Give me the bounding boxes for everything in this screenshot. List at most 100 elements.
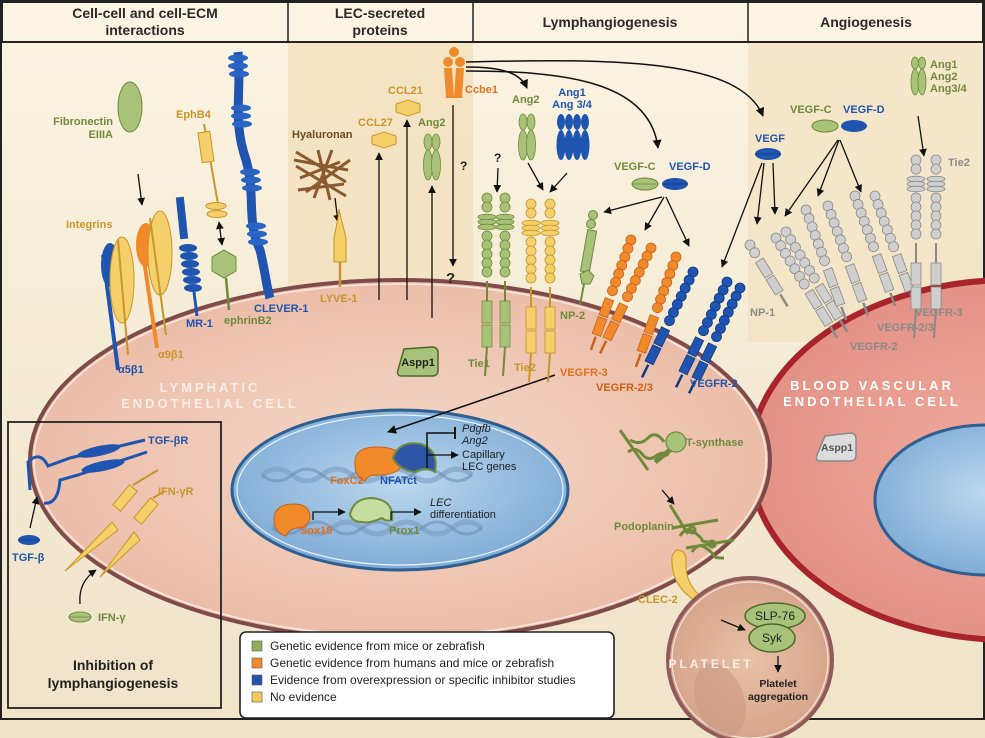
- tie1-kinase-domain: [481, 300, 493, 324]
- foxc2-label: FoxC2: [330, 475, 364, 487]
- vegf-to-lymph-vegfr2-arrow: [720, 162, 763, 268]
- header-lec-secreted-line2: proteins: [352, 22, 407, 38]
- tie1-fn-domain: [481, 248, 493, 260]
- clever1-ridges: [228, 54, 268, 246]
- angio-vegfr2-ig-domain: [775, 240, 787, 252]
- syk-shape: [748, 623, 796, 653]
- tie2-fn-domain: [544, 236, 556, 248]
- angio-tie2-label: Tie2: [948, 157, 970, 169]
- ifngr-receptor: [64, 484, 159, 578]
- ephb4-fn1: [205, 202, 227, 210]
- hyaluronan-label: Hyaluronan: [292, 129, 353, 141]
- angio-tie2-ig-domain: [930, 163, 942, 175]
- angio-tie2-kinase-domain: [930, 262, 942, 286]
- a5b1-yellow-stem: [117, 239, 129, 356]
- prox1-label: Prox1: [389, 525, 420, 537]
- mr1-stem: [192, 291, 199, 317]
- lymph-vegfr23-kinase-domain: [636, 332, 653, 354]
- angio-tie2-fn-domain: [930, 228, 942, 240]
- tie1-fn-domain: [499, 239, 511, 251]
- tie1-stem: [484, 346, 488, 377]
- tie2-receptor-pair: [521, 198, 560, 383]
- angio-vegfc-dimer: [811, 119, 839, 133]
- np2-receptor: [579, 210, 598, 306]
- lec-nucleus: [230, 408, 570, 572]
- legend-swatch: [251, 640, 263, 652]
- angio-tie2-fn-domain: [910, 201, 922, 213]
- tie1-fn-domain: [499, 257, 511, 269]
- clec2-to-syk-arrow: [720, 619, 746, 631]
- ifngr-stem1: [132, 469, 159, 486]
- legend-swatch: [251, 657, 263, 669]
- vegf-to-np1-arrow: [753, 162, 765, 225]
- lymph-vegfr23-label: VEGFR-2/3: [596, 382, 653, 394]
- foxc2-protein: [354, 446, 404, 482]
- lyve1-label: LYVE-1: [320, 293, 358, 305]
- angio-vegf-label: VEGF: [755, 133, 785, 145]
- angio-vegfr2-ig-domain: [780, 247, 791, 259]
- lec-diff-label: LEC: [430, 497, 451, 509]
- tie1-label: Tie1: [468, 358, 490, 370]
- angio-np1-ig-domain: [744, 239, 756, 251]
- platelet-granule: [693, 663, 747, 737]
- tie1-fn-domain: [499, 266, 511, 278]
- vegfr3-to-nucleus-arrow: [387, 374, 556, 434]
- tie2-kinase-domain: [544, 306, 556, 330]
- angio-np1-kinase-domain: [755, 257, 774, 279]
- tie2-kinase-domain: [525, 306, 537, 330]
- tgfbr-label: TGF-βR: [148, 435, 188, 447]
- angio-ang1-label: Ang1: [930, 59, 958, 71]
- ephb4-label: EphB4: [176, 109, 212, 121]
- nfatc-regulation-line: [426, 432, 455, 468]
- angio-vegfr2-stem: [828, 325, 839, 339]
- t-synthase-head: [665, 431, 687, 453]
- tie2-label: Tie2: [514, 362, 536, 374]
- angio-ang34-label: Ang3/4: [930, 83, 968, 95]
- angio-vegfr2-ig-domain: [785, 234, 797, 246]
- vegfcd-to-vegfr23-arrow: [816, 139, 840, 197]
- lec-label-line2: ENDOTHELIAL CELL: [121, 396, 299, 411]
- ccbe1-question: ?: [460, 159, 467, 173]
- tie2-fn-domain: [544, 263, 556, 275]
- legend-label: Genetic evidence from mice or zebrafish: [270, 639, 485, 653]
- tie2-fn-domain: [525, 245, 537, 257]
- angio-vegfr3-ig-domain: [888, 241, 899, 253]
- tie1-ig-domain: [499, 192, 511, 204]
- lymph-vegfr-receptors: [589, 234, 746, 394]
- tie2-kinase-domain: [544, 330, 556, 354]
- tie1-kinase-domain: [499, 300, 511, 324]
- angio-vegfr2-ig-domain: [794, 249, 806, 261]
- fibronectin-arrow: [137, 173, 145, 206]
- inhibition-title: Inhibition of: [73, 657, 153, 673]
- angio-tie2-fn-domain: [910, 219, 922, 231]
- platelet-label: PLATELET: [668, 657, 753, 671]
- legend-label: No evidence: [270, 690, 337, 704]
- syk-label: Syk: [762, 631, 783, 645]
- ephb4-domain: [197, 130, 215, 164]
- lymph-vegfd-label: VEGF-D: [669, 161, 711, 173]
- lymph-vegfr3-ig-domain: [622, 291, 633, 303]
- bvec-label-line2: ENDOTHELIAL CELL: [783, 394, 961, 409]
- aspp1-label: Aspp1: [401, 357, 435, 369]
- legend-box: [239, 631, 615, 719]
- lymph-vegfr3-stem: [598, 340, 608, 354]
- lymph-vegfr2-label: VEGFR-2: [690, 378, 738, 390]
- tie2-fn-domain: [525, 263, 537, 275]
- ifngr-stem2: [152, 490, 166, 499]
- angio-receptors: [744, 154, 946, 339]
- capillary-label: Capillary: [462, 449, 505, 461]
- prox1-arrow: [390, 508, 422, 520]
- angio-vegfr2-ig-domain: [799, 257, 811, 269]
- angio-tie2-fn-domain: [910, 192, 922, 204]
- lec-label-line1: LYMPHATIC: [160, 380, 261, 395]
- angio-vegfr23-kinase-domain: [844, 263, 861, 285]
- angio-tie2-fn-domain: [910, 210, 922, 222]
- tie1-fn-domain: [481, 239, 493, 251]
- angio-vegfr2-kinase-domain: [814, 282, 833, 304]
- angio-vegfr23-kinase-domain: [822, 267, 839, 289]
- a9b1-label: α9β1: [158, 349, 184, 361]
- angio-vegfr2-ig-domain: [780, 226, 792, 238]
- tie2-kinase-domain: [525, 330, 537, 354]
- lymph-vegfr23-kinase-domain: [643, 314, 660, 336]
